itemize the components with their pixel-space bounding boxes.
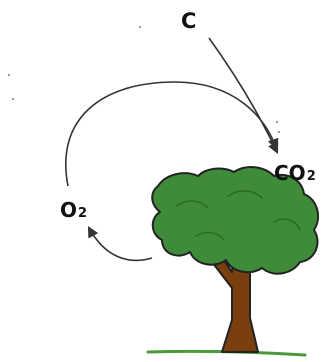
specks [8, 26, 280, 141]
oxygen-loop-arc [65, 81, 279, 187]
oxygen-label-main: O [60, 198, 77, 222]
foliage-shading [175, 190, 301, 241]
oxygen-label-subscript: 2 [78, 206, 87, 221]
co2-label-main: CO [274, 161, 306, 185]
co2-label: CO2 [274, 161, 316, 185]
carbon-label: C [181, 9, 196, 33]
oxygen-label: O2 [60, 198, 87, 222]
carbon-to-co2-arrow [208, 37, 279, 155]
co2-label-subscript: 2 [307, 169, 316, 184]
tree [151, 166, 320, 353]
tree-to-oxygen-arrow [87, 226, 153, 262]
tree-foliage [151, 166, 320, 275]
